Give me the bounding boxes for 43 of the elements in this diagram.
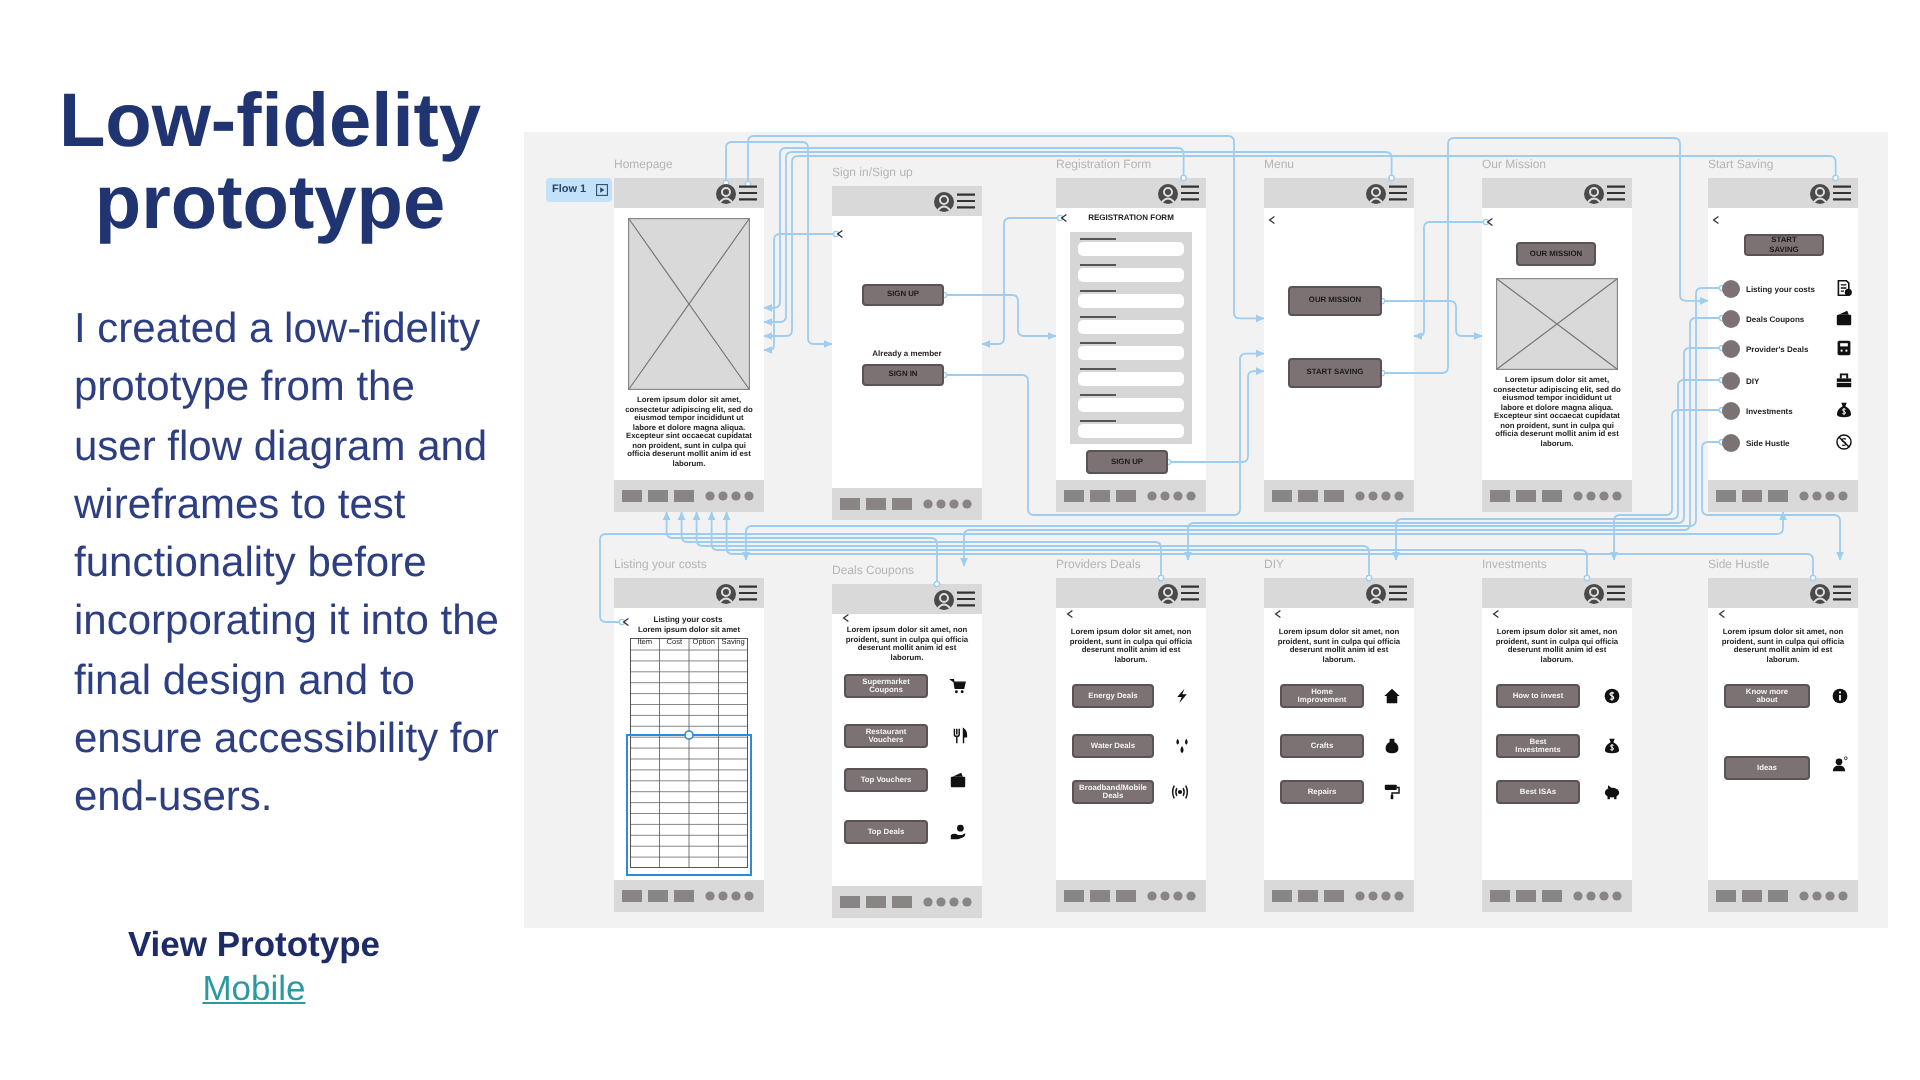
- top-bar: [614, 578, 764, 608]
- connector-arrow: [599, 511, 1788, 626]
- connector-arrow: [744, 135, 1265, 323]
- connector-arrow: [1183, 344, 1726, 561]
- description-text: I created a low-fidelity prototype from the user flow diagram and wireframes to test functionality before incorporating it into the final design and to ensure accessibility for end-users.: [74, 304, 501, 825]
- prototype-link: Mobile: [201, 966, 307, 1010]
- connector-arrow: [940, 349, 1265, 516]
- connector-arrow: [763, 155, 1839, 341]
- connector-arrow: [763, 230, 840, 355]
- connector-arrow: [692, 511, 1373, 582]
- top-bar: [1264, 578, 1414, 608]
- top-bar: [1056, 578, 1206, 608]
- connector-arrow: [959, 314, 1726, 567]
- connector-arrow: [662, 511, 941, 588]
- top-bar: [832, 584, 982, 614]
- connector-arrow: [1413, 218, 1490, 341]
- top-bar: [614, 178, 764, 208]
- top-bar: [1264, 178, 1414, 208]
- connector-arrow: [1701, 438, 1845, 561]
- menu-icon: [738, 184, 758, 202]
- connector-arrow: [722, 141, 833, 349]
- connector-arrow: [1378, 297, 1483, 341]
- slide-title: Low-fidelity prototype: [58, 82, 482, 246]
- top-bar: [1482, 578, 1632, 608]
- connector-arrow: [1378, 137, 1709, 377]
- top-bar: [1708, 178, 1858, 208]
- connector-arrow: [763, 151, 1395, 327]
- connector-arrow: [677, 511, 1165, 582]
- connector-arrow: [1164, 367, 1265, 466]
- top-bar: [832, 186, 982, 216]
- connector-arrow: [763, 147, 1187, 312]
- connector-arrow: [722, 511, 1817, 582]
- connector-arrow: [707, 511, 1591, 582]
- connector-arrow: [1391, 376, 1726, 561]
- user-avatar-icon: [716, 183, 736, 203]
- top-bar: [1482, 178, 1632, 208]
- connector-arrow: [981, 214, 1064, 349]
- top-bar: [1708, 578, 1858, 608]
- connector-arrow: [1609, 406, 1726, 561]
- top-bar: [1056, 178, 1206, 208]
- connector-arrow: [741, 284, 1726, 561]
- view-prototype-heading: View Prototype: [127, 922, 381, 966]
- connector-arrow: [940, 291, 1057, 341]
